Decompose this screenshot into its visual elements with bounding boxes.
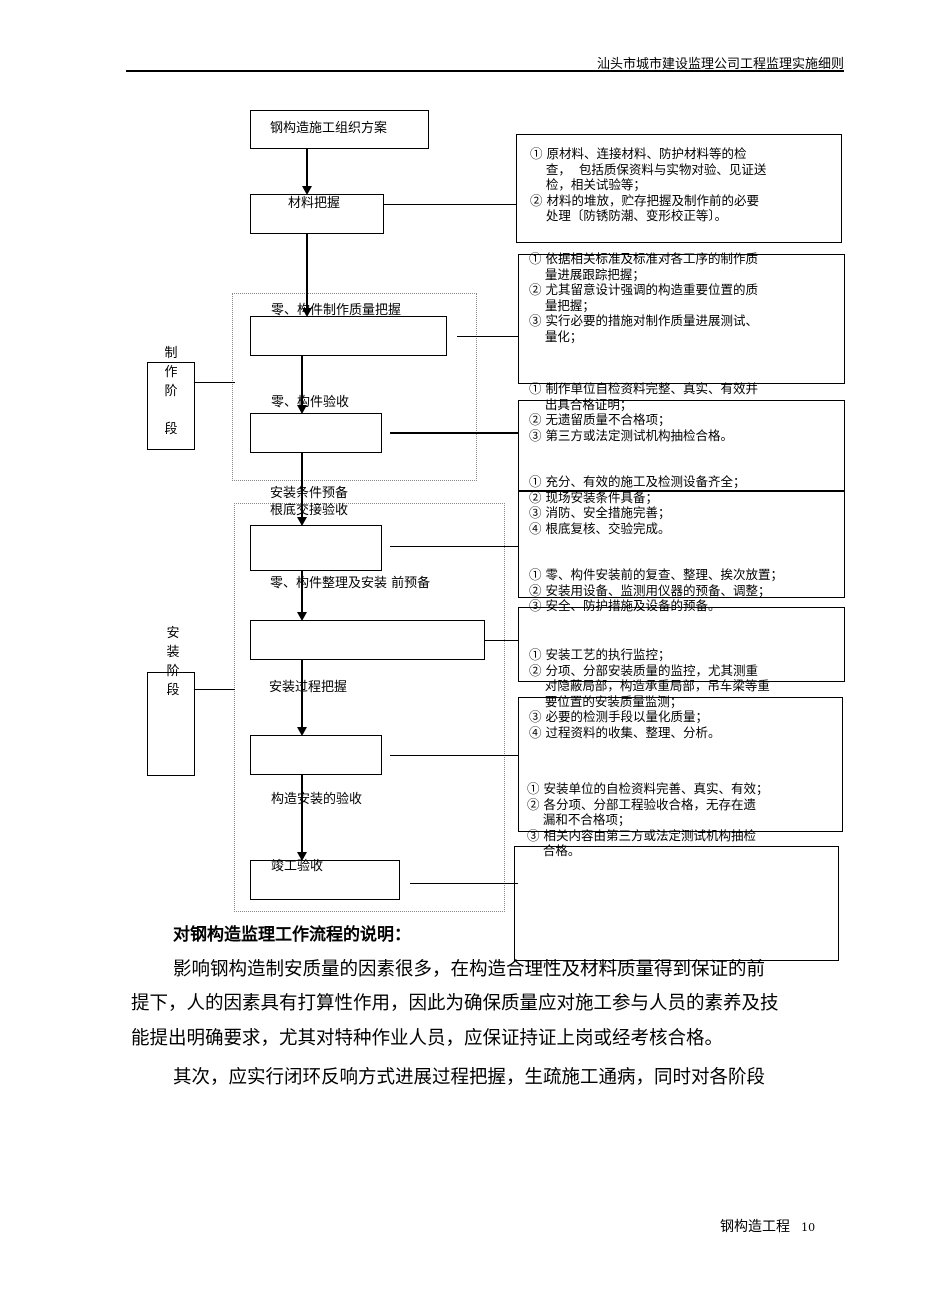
make-stage-box (147, 362, 195, 450)
page-header: 汕头市城市建设监理公司工程监理实施细则 (126, 50, 844, 72)
note-text-1: ① 原材料、连接材料、防护材料等的检 查， 包括质保资料与实物对验、见证送 检，… (530, 146, 767, 223)
connector-make-accept (390, 432, 518, 434)
connector-make-quality (457, 336, 519, 338)
page-number: 10 (801, 1221, 816, 1234)
note-box-1 (516, 134, 842, 243)
plan-label: 钢构造施工组织方案 (270, 121, 388, 136)
flow-arrow-6 (297, 727, 307, 736)
header-title: 汕头市城市建设监理公司工程监理实施细则 (596, 57, 844, 72)
make-quality-box (250, 316, 447, 356)
material-label: 材料把握 (288, 196, 341, 211)
note-box-6 (518, 697, 843, 832)
prep-label-line2: 根底交接验收 (270, 503, 349, 518)
note-text-4: ① 充分、有效的施工及检测设备齐全； ② 现场安装条件具备； ③ 消防、安全措施… (529, 474, 746, 536)
flow-line-2 (306, 234, 308, 311)
install-stage-label: 安 装 阶 段 (166, 626, 180, 698)
footer-label: 钢构造工程 (720, 1219, 790, 1235)
flow-arrow-7 (297, 852, 307, 861)
flow-line-3 (301, 356, 303, 408)
flow-line-6 (301, 660, 303, 730)
arrange-label: 零、构件整理及安装 前预备 (270, 576, 431, 591)
body-paragraph-1-line-2: 提下，人的因素具有打算性作用，因此为确保质量应对施工参与人员的素养及技 (131, 993, 779, 1014)
flow-arrow-3 (297, 405, 307, 414)
body-paragraph-2-line-1: 其次，应实行闭环反响方式进展过程把握，生疏施工通病，同时对各阶段 (173, 1067, 766, 1088)
plan-box (250, 110, 429, 149)
final-label: 竣工验收 (271, 859, 324, 874)
make-quality-label: 零、构件制作质量把握 (271, 303, 402, 318)
note-text-7: ① 安装单位的自检资料完善、真实、有效； ② 各分项、分部工程验收合格，无存在遗… (527, 781, 769, 858)
make-stage-label: 制 作 阶 段 (164, 346, 178, 437)
page-footer: 钢构造工程 10 (720, 1216, 815, 1236)
note-box-5 (518, 607, 845, 682)
install-stage-connector (195, 689, 235, 691)
make-accept-box (250, 413, 382, 453)
process-label: 安装过程把握 (269, 680, 348, 695)
flow-line-4 (301, 453, 303, 520)
note-box-3 (518, 400, 845, 491)
header-rule (126, 70, 844, 72)
body-paragraph-1-line-3: 能提出明确要求，尤其对特种作业人员，应保证持证上岗或经考核合格。 (131, 1028, 724, 1049)
material-box (250, 194, 384, 234)
connector-final (410, 883, 518, 885)
explanation-heading: 对钢构造监理工作流程的说明： (173, 925, 411, 945)
connector-arrange (485, 640, 518, 642)
prep-label-line1: 安装条件预备 (270, 486, 349, 501)
flow-line-7 (301, 775, 303, 855)
note-text-5: ① 零、构件安装前的复查、整理、挨次放置； ② 安装用设备、监测用仪器的预备、调… (529, 567, 783, 613)
flow-arrow-2 (302, 308, 312, 317)
flow-line-5 (301, 571, 303, 615)
note-box-7 (514, 846, 839, 961)
note-text-3: ① 制作单位自检资料完整、真实、有效并 出具合格证明； ② 无遗留质量不合格项；… (529, 381, 758, 443)
flow-arrow-4 (297, 517, 307, 526)
arrange-box (250, 620, 485, 660)
make-accept-label: 零、构件验收 (271, 395, 350, 410)
note-box-4 (518, 491, 845, 598)
make-stage-group (232, 293, 477, 481)
connector-process (390, 755, 518, 757)
flow-line-1 (306, 149, 308, 189)
connector-prep (390, 546, 518, 548)
install-stage-group (234, 503, 505, 912)
make-stage-connector (195, 382, 235, 384)
note-text-2: ① 依据相关标准及标准对各工序的制作质 量进展跟踪把握； ② 尤其留意设计强调的… (529, 251, 758, 344)
note-box-2 (518, 254, 845, 384)
connector-material (384, 204, 517, 206)
flow-arrow-1 (302, 186, 312, 195)
process-box (250, 735, 382, 775)
final-box (250, 860, 400, 900)
body-paragraph-1-line-1: 影响钢构造制安质量的因素很多，在构造合理性及材料质量得到保证的前 (173, 959, 766, 980)
install-stage-box (147, 672, 195, 776)
prep-box (250, 525, 382, 571)
struct-accept-label: 构造安装的验收 (271, 792, 363, 807)
flow-arrow-5 (297, 612, 307, 621)
note-text-6: ① 安装工艺的执行监控； ② 分项、分部安装质量的监控，尤其测重 对隐蔽局部，构… (529, 647, 770, 740)
